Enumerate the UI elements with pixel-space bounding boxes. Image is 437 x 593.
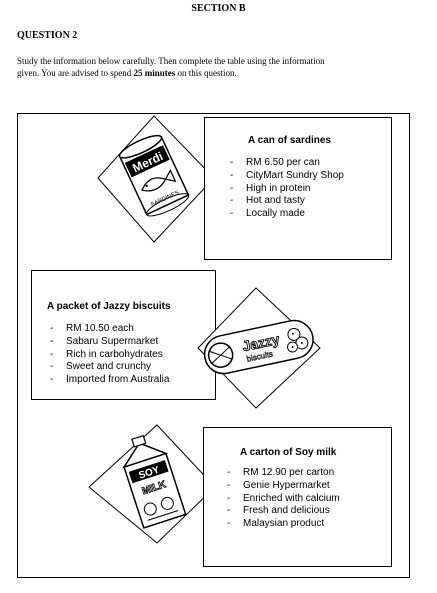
product-price-biscuits: RM 10.50 each (47, 323, 215, 336)
question-title: QUESTION 2 (17, 30, 78, 41)
product-shop-soy-milk: Genie Hypermarket (224, 480, 391, 493)
product-nutrition-biscuits: Rich in carbohydrates (47, 349, 215, 362)
instructions-line-2-suffix: on this question. (175, 68, 237, 78)
sardine-can-icon: Merdi SARDINES (97, 115, 215, 243)
instructions-time: 25 minutes (133, 68, 176, 78)
product-title-biscuits: A packet of Jazzy biscuits (47, 301, 171, 312)
product-origin-soy-milk: Malaysian product (224, 518, 391, 531)
product-origin-sardines: Locally made (227, 208, 391, 221)
product-frame (17, 113, 410, 578)
product-title-sardines: A can of sardines (248, 135, 331, 146)
product-details-sardines: RM 6.50 per can CityMart Sundry Shop Hig… (227, 157, 391, 221)
milk-carton-icon: SOY MILK (88, 424, 216, 544)
product-origin-biscuits: Imported from Australia (47, 374, 215, 387)
product-taste-sardines: Hot and tasty (227, 195, 391, 208)
instructions-line-1: Study the information below carefully. T… (17, 56, 325, 66)
product-price-sardines: RM 6.50 per can (227, 157, 391, 170)
section-title: SECTION B (191, 3, 246, 14)
product-nutrition-sardines: High in protein (227, 183, 391, 196)
product-title-soy-milk: A carton of Soy milk (240, 447, 337, 458)
product-details-soy-milk: RM 12.90 per carton Genie Hypermarket En… (224, 467, 391, 531)
instructions-line-2-prefix: given. You are advised to spend (17, 68, 134, 78)
product-price-soy-milk: RM 12.90 per carton (224, 467, 391, 480)
biscuit-packet-icon: Jazzy biscuits (197, 287, 321, 409)
product-shop-biscuits: Sabaru Supermarket (47, 336, 215, 349)
instructions: Study the information below carefully. T… (17, 55, 417, 79)
product-nutrition-soy-milk: Enriched with calcium (224, 493, 391, 506)
product-taste-soy-milk: Fresh and delicious (224, 505, 391, 518)
product-taste-biscuits: Sweet and crunchy (47, 361, 215, 374)
product-card-biscuits: A packet of Jazzy biscuits RM 10.50 each… (31, 270, 216, 400)
product-shop-sardines: CityMart Sundry Shop (227, 170, 391, 183)
product-card-soy-milk: A carton of Soy milk RM 12.90 per carton… (203, 427, 392, 567)
product-card-sardines: A can of sardines RM 6.50 per can CityMa… (204, 117, 392, 260)
product-details-biscuits: RM 10.50 each Sabaru Supermarket Rich in… (47, 323, 215, 387)
